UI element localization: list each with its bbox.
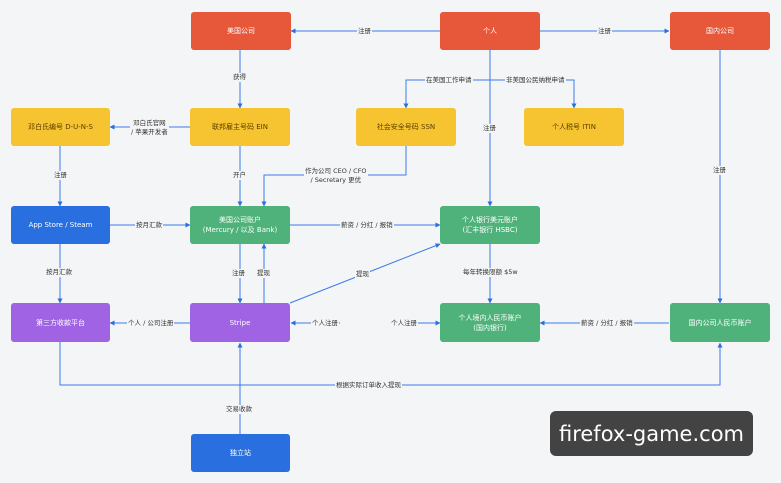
label-withdraw2: 提现 xyxy=(355,270,370,279)
node-domestic-company: 国内公司 xyxy=(670,12,770,50)
node-third-party: 第三方收款平台 xyxy=(11,303,110,342)
label-withdraw-by-orders: 根据实际订单收入提现 xyxy=(335,381,402,390)
node-ein: 联邦雇主号码 EIN xyxy=(190,108,290,146)
label-withdraw: 提现 xyxy=(256,269,271,278)
label-reg-person-down: 注册 xyxy=(482,124,497,133)
label-obtain: 获得 xyxy=(232,73,247,82)
label-personal-reg-cny: 个人注册 xyxy=(390,319,418,328)
label-work-in-us: 在美国工作申请 xyxy=(425,76,473,85)
node-ein-label: 联邦雇主号码 EIN xyxy=(212,123,268,131)
label-salary2: 薪资 / 分红 / 报销 xyxy=(580,319,634,328)
node-us-company-label: 美国公司 xyxy=(227,27,255,35)
node-us-company-account-label: 美国公司账户 (Mercury / 以及 Bank) xyxy=(202,216,278,234)
node-standalone-label: 独立站 xyxy=(230,449,251,457)
label-monthly-payout2: 按月汇款 xyxy=(45,268,73,277)
node-us-company-account: 美国公司账户 (Mercury / 以及 Bank) xyxy=(190,206,290,244)
label-yearly-limit: 每年转换限额 $5w xyxy=(462,268,519,277)
node-personal-cny-account-label: 个人境内人民币账户 (国内银行) xyxy=(458,313,522,332)
node-duns: 邓白氏编号 D-U-N-S xyxy=(11,108,110,146)
node-us-company: 美国公司 xyxy=(191,12,291,50)
node-ssn-label: 社会安全号码 SSN xyxy=(376,123,436,131)
node-domestic-cny-account: 国内公司人民币账户 xyxy=(670,303,770,342)
node-domestic-cny-account-label: 国内公司人民币账户 xyxy=(688,318,752,327)
node-appstore: App Store / Steam xyxy=(11,206,110,244)
node-appstore-label: App Store / Steam xyxy=(28,221,93,229)
node-person: 个人 xyxy=(440,12,540,50)
label-reg-stripe: 注册 xyxy=(231,269,246,278)
node-personal-hk-account-label: 个人银行美元账户 (汇丰银行 HSBC) xyxy=(462,216,518,234)
label-duns-site: 邓白氏官网 / 苹果开发者 xyxy=(130,119,169,137)
node-stripe: Stripe xyxy=(190,303,290,342)
node-standalone: 独立站 xyxy=(191,434,290,472)
node-domestic-company-label: 国内公司 xyxy=(706,27,734,35)
edge-third-party-domestic-cny xyxy=(59,342,723,386)
label-transaction-income: 交易收款 xyxy=(225,405,253,414)
node-itin: 个人税号 ITIN xyxy=(524,108,624,146)
label-non-us: 非美国公民纳税申请 xyxy=(505,76,566,85)
node-third-party-label: 第三方收款平台 xyxy=(36,318,85,327)
label-reg-duns: 注册 xyxy=(53,171,68,180)
node-personal-hk-account: 个人银行美元账户 (汇丰银行 HSBC) xyxy=(440,206,540,244)
node-duns-label: 邓白氏编号 D-U-N-S xyxy=(28,123,93,131)
label-open-account: 开户 xyxy=(232,171,247,180)
label-monthly-payout: 按月汇款 xyxy=(135,221,163,230)
label-reg-us: 注册 xyxy=(357,27,372,36)
label-personal-company-reg: 个人 / 公司注册 xyxy=(127,319,175,328)
node-personal-cny-account: 个人境内人民币账户 (国内银行) xyxy=(440,303,540,342)
label-reg-domestic-down: 注册 xyxy=(712,166,727,175)
label-ceo-cfo: 作为公司 CEO / CFO / Secretary 更优 xyxy=(304,167,368,185)
node-ssn: 社会安全号码 SSN xyxy=(356,108,456,146)
label-salary1: 薪资 / 分红 / 报销 xyxy=(340,221,394,230)
label-reg-domestic: 注册 xyxy=(597,27,612,36)
watermark: firefox-game.com xyxy=(550,411,753,456)
node-stripe-label: Stripe xyxy=(229,318,251,327)
node-itin-label: 个人税号 ITIN xyxy=(552,123,596,131)
node-person-label: 个人 xyxy=(483,27,497,35)
label-personal-reg-stripe: 个人注册 xyxy=(311,319,339,328)
